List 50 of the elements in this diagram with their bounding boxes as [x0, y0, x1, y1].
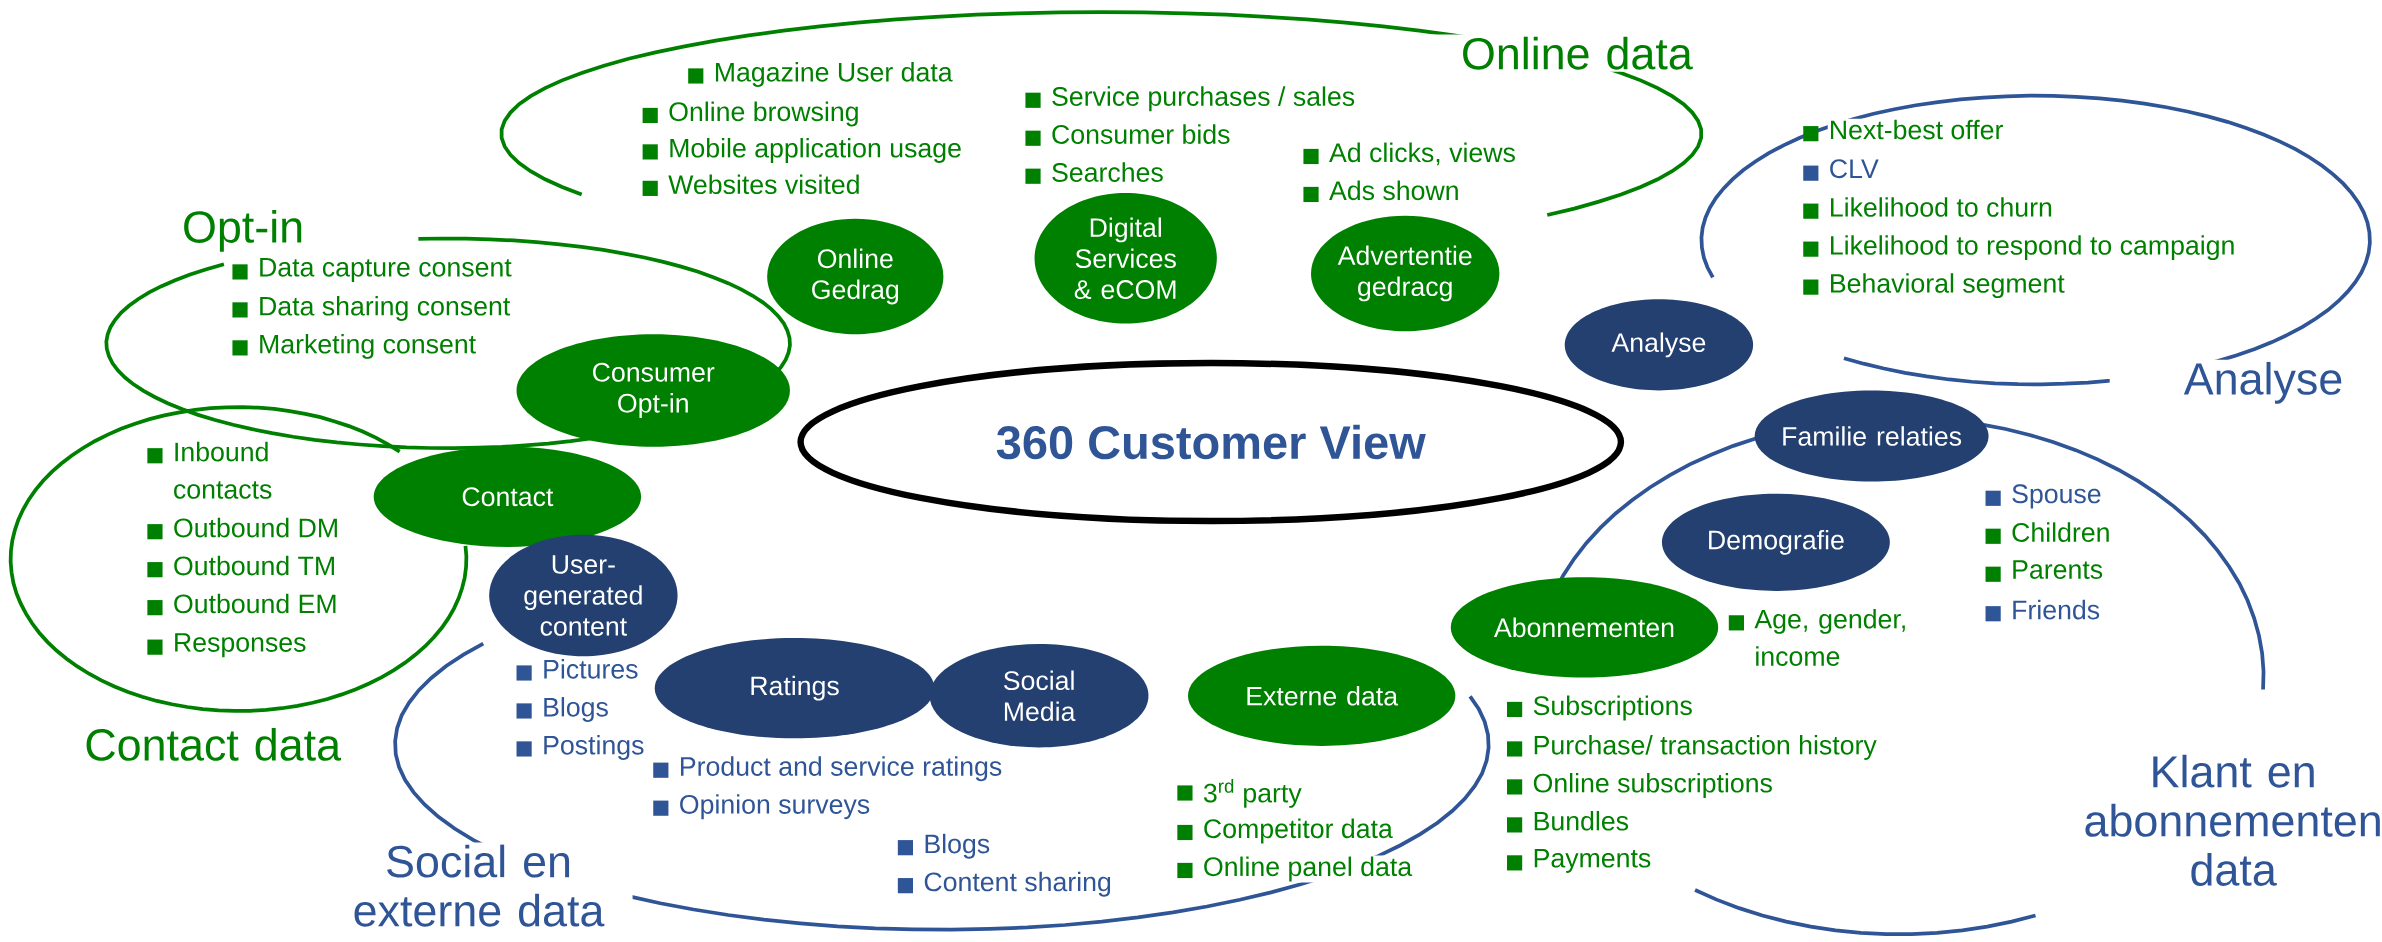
- category-oval: Online Gedrag: [767, 218, 944, 335]
- bullet-item: Service purchases / sales: [1025, 85, 1357, 113]
- bullet-item: Online panel data: [1177, 855, 1414, 883]
- category-oval: Abonnementen: [1450, 577, 1719, 678]
- bullet-item: Opinion surveys: [653, 793, 872, 821]
- bullet-item: Spouse: [1985, 483, 2103, 510]
- bullet-item: 3$^{rd}$ party: [1177, 778, 1303, 809]
- bullet-item: Outbound TM: [147, 554, 338, 578]
- bullet-item: Purchase/ transaction history: [1507, 734, 1878, 762]
- bullet-item: Blogs: [897, 832, 992, 860]
- bullet-item: Mobile application usage: [642, 137, 964, 164]
- bullet-item: Responses: [147, 632, 308, 659]
- category-oval: Familie relaties: [1754, 390, 1989, 482]
- bullet-item: Pictures: [516, 658, 640, 681]
- bullet-item: Inbound contacts: [147, 440, 288, 500]
- bullet-item: Ads shown: [1303, 179, 1461, 203]
- bullet-item: Outbound EM: [147, 592, 339, 616]
- category-oval: User-generated content: [489, 534, 678, 657]
- bullet-item: Websites visited: [642, 173, 862, 197]
- bullet-item: Friends: [1985, 598, 2102, 622]
- bullet-item: Children: [1985, 521, 2112, 544]
- category-oval: Digital Services & eCOM: [1034, 193, 1217, 324]
- bullet-item: Searches: [1025, 161, 1165, 184]
- bullet-item: Product and service ratings: [653, 755, 1004, 783]
- bullet-item: Ad clicks, views: [1303, 141, 1517, 167]
- bullet-item: Parents: [1985, 559, 2105, 582]
- bullet-item: Competitor data: [1177, 817, 1394, 845]
- bullet-item: Age, gender, income: [1728, 607, 1923, 668]
- bullet-item: Content sharing: [897, 870, 1113, 898]
- bullet-item: Behavioral segment: [1803, 272, 2066, 300]
- bullet-item: Likelihood to respond to campaign: [1803, 234, 2237, 262]
- bullet-item: Data capture consent: [232, 257, 513, 284]
- bullet-item: Marketing consent: [232, 332, 478, 360]
- bullet-item: Online subscriptions: [1507, 772, 1775, 799]
- category-oval: Advertentie gedracg: [1311, 215, 1500, 332]
- category-oval: Analyse: [1564, 299, 1754, 391]
- bullet-item: Subscriptions: [1507, 694, 1694, 722]
- bullet-item: Blogs: [516, 696, 610, 724]
- bullet-item: Next-best offer: [1803, 118, 2005, 142]
- bullet-item: CLV: [1803, 158, 1880, 181]
- bullet-item: Data sharing consent: [232, 295, 512, 322]
- bullet-item: Consumer bids: [1025, 123, 1232, 146]
- category-oval: Contact: [373, 446, 642, 547]
- bullet-item: Payments: [1507, 847, 1653, 874]
- bullet-item: Postings: [516, 734, 646, 762]
- bullet-item: Magazine User data: [688, 61, 954, 89]
- bullet-item: Bundles: [1507, 810, 1631, 833]
- bullet-item: Likelihood to churn: [1803, 196, 2054, 219]
- bullet-item: Outbound DM: [147, 516, 341, 540]
- bullet-item: Online browsing: [642, 100, 861, 128]
